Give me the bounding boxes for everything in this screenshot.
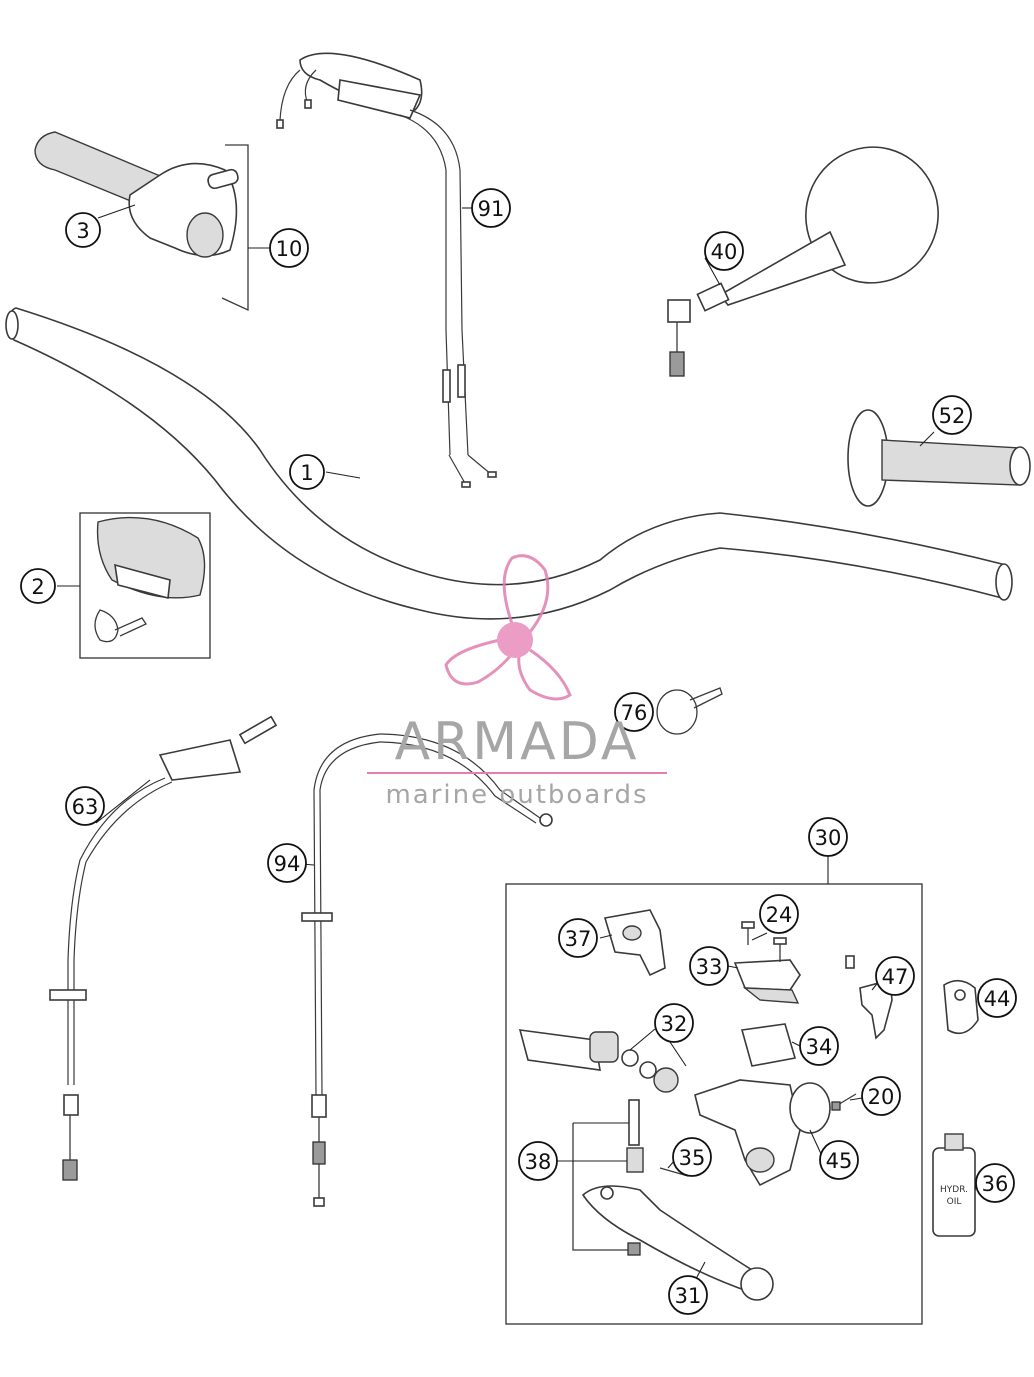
callout-c38: 38 xyxy=(518,1141,558,1181)
callout-c2: 2 xyxy=(20,568,56,604)
svg-text:10: 10 xyxy=(276,237,303,261)
svg-text:34: 34 xyxy=(806,1035,833,1059)
callout-c47: 47 xyxy=(875,956,915,996)
svg-text:24: 24 xyxy=(766,903,793,927)
throttle-grip-part xyxy=(34,131,249,312)
svg-text:33: 33 xyxy=(696,955,723,979)
svg-text:47: 47 xyxy=(882,965,909,989)
brand-watermark-logo xyxy=(444,554,572,701)
handlebar-pad-part xyxy=(79,512,211,659)
svg-text:45: 45 xyxy=(826,1149,853,1173)
callout-c20: 20 xyxy=(861,1076,901,1116)
throttle-cables-part xyxy=(276,52,497,488)
callout-c52: 52 xyxy=(932,395,972,435)
svg-text:63: 63 xyxy=(72,795,99,819)
callout-c24: 24 xyxy=(759,894,799,934)
callout-c91: 91 xyxy=(471,188,511,228)
callout-c45: 45 xyxy=(819,1140,859,1180)
right-grip-part xyxy=(847,409,1031,507)
callout-c37: 37 xyxy=(558,918,598,958)
svg-text:94: 94 xyxy=(274,852,301,876)
svg-text:91: 91 xyxy=(478,197,505,221)
cable-tie-part xyxy=(656,687,723,735)
clutch-cable-part xyxy=(301,733,553,1207)
svg-text:37: 37 xyxy=(565,927,592,951)
svg-text:52: 52 xyxy=(939,404,966,428)
watermark-brand-name: ARMADA xyxy=(394,712,640,772)
callout-c30: 30 xyxy=(808,817,848,857)
callout-c3: 3 xyxy=(65,212,101,248)
watermark-divider xyxy=(367,772,667,774)
oil-bottle-label-1: HYDR. xyxy=(940,1185,968,1195)
leader-lines xyxy=(57,204,977,1291)
svg-text:31: 31 xyxy=(675,1284,702,1308)
svg-text:20: 20 xyxy=(868,1085,895,1109)
svg-text:40: 40 xyxy=(711,240,738,264)
callout-c10: 10 xyxy=(269,228,309,268)
callout-c33: 33 xyxy=(689,946,729,986)
svg-text:35: 35 xyxy=(679,1146,706,1170)
watermark-tagline: marine outboards xyxy=(385,780,649,810)
callout-c44: 44 xyxy=(977,978,1017,1018)
svg-text:36: 36 xyxy=(982,1172,1009,1196)
callout-c40: 40 xyxy=(704,231,744,271)
callout-c76: 76 xyxy=(614,692,654,732)
svg-text:2: 2 xyxy=(31,575,44,599)
svg-text:76: 76 xyxy=(621,701,648,725)
callout-c36: 36 xyxy=(975,1163,1015,1203)
callout-c63: 63 xyxy=(65,786,105,826)
callout-c31: 31 xyxy=(668,1275,708,1315)
svg-text:1: 1 xyxy=(300,461,313,485)
callout-c35: 35 xyxy=(672,1137,712,1177)
svg-text:30: 30 xyxy=(815,826,842,850)
callout-c1: 1 xyxy=(289,454,325,490)
svg-text:38: 38 xyxy=(525,1150,552,1174)
svg-text:3: 3 xyxy=(76,219,89,243)
master-cylinder-assembly: HYDR. OIL xyxy=(505,855,979,1325)
oil-bottle-label-2: OIL xyxy=(947,1197,962,1207)
handlebar-part xyxy=(5,307,1013,620)
speedometer-cable-part xyxy=(49,715,278,1181)
callout-c32: 32 xyxy=(654,1003,694,1043)
callout-c94: 94 xyxy=(267,843,307,883)
svg-text:32: 32 xyxy=(661,1012,688,1036)
callout-c34: 34 xyxy=(799,1026,839,1066)
mirror-part xyxy=(667,146,939,377)
svg-text:44: 44 xyxy=(984,987,1011,1011)
